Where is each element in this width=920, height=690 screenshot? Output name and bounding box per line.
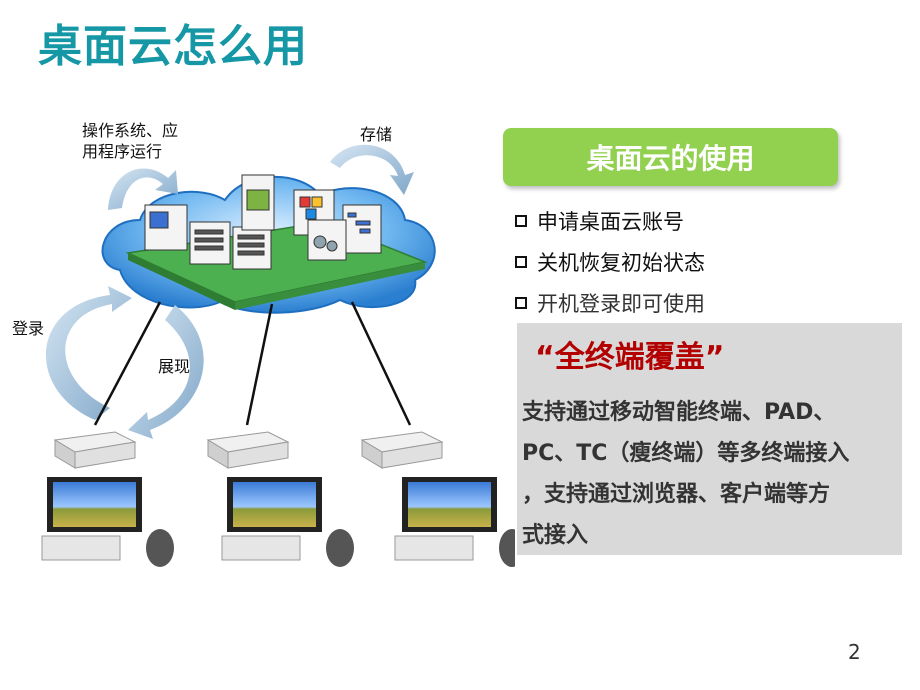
page-number: 2 bbox=[848, 640, 861, 664]
label-os-line2: 用程序运行 bbox=[82, 142, 163, 161]
label-display: 展现 bbox=[158, 357, 191, 376]
label-login: 登录 bbox=[12, 319, 45, 338]
arrow-top-left-icon bbox=[108, 168, 178, 210]
feature-line: 式接入 bbox=[522, 523, 589, 548]
terminal-3-icon bbox=[360, 431, 515, 567]
usage-item-label: 申请桌面云账号 bbox=[537, 210, 684, 234]
app-windows-icon bbox=[144, 174, 382, 270]
desktop-cloud-diagram bbox=[41, 144, 515, 567]
checkbox-bullet-icon bbox=[515, 297, 527, 309]
feature-line: PC、TC（瘦终端）等多终端接入 bbox=[522, 441, 850, 466]
usage-item: 申请桌面云账号 bbox=[515, 206, 684, 236]
label-os-line1: 操作系统、应 bbox=[82, 121, 179, 140]
checkbox-bullet-icon bbox=[515, 256, 527, 268]
usage-header: 桌面云的使用 bbox=[503, 128, 838, 186]
feature-line: ，支持通过浏览器、客户端等方 bbox=[522, 482, 831, 507]
label-storage: 存储 bbox=[360, 125, 393, 144]
usage-item: 开机登录即可使用 bbox=[515, 288, 705, 318]
arrow-login-icon bbox=[46, 286, 132, 420]
usage-item-label: 开机登录即可使用 bbox=[537, 292, 705, 316]
connection-lines bbox=[93, 301, 412, 426]
terminal-2-icon bbox=[206, 431, 354, 567]
arrow-display-icon bbox=[128, 305, 204, 439]
arrow-top-right-icon bbox=[330, 144, 414, 195]
feature-quote: “全终端覆盖” bbox=[535, 340, 725, 375]
usage-item: 关机恢复初始状态 bbox=[515, 247, 705, 277]
feature-line: 支持通过移动智能终端、PAD、 bbox=[522, 400, 836, 425]
page-title: 桌面云怎么用 bbox=[38, 21, 308, 72]
usage-item-label: 关机恢复初始状态 bbox=[537, 251, 705, 275]
terminal-1-icon bbox=[41, 431, 174, 567]
feature-description: 支持通过移动智能终端、PAD、 PC、TC（瘦终端）等多终端接入 ，支持通过浏览… bbox=[522, 392, 902, 556]
feature-panel bbox=[517, 323, 902, 555]
checkbox-bullet-icon bbox=[515, 215, 527, 227]
